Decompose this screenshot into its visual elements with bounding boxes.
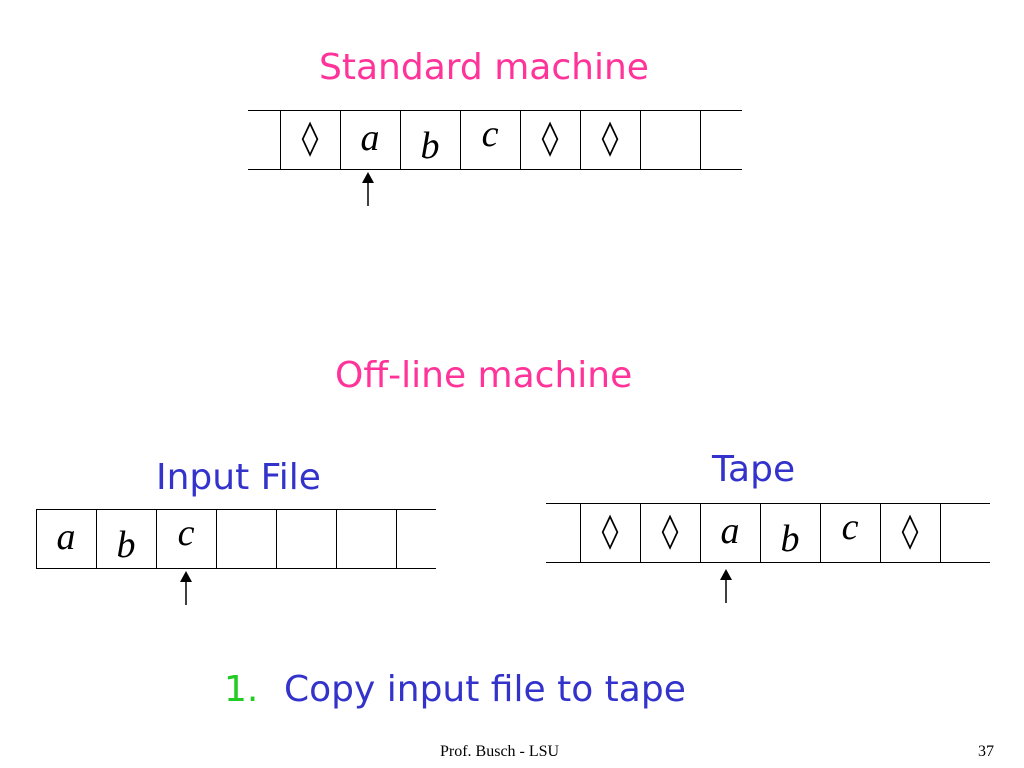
footer-author: Prof. Busch - LSU	[440, 743, 560, 760]
cell-divider	[460, 110, 461, 170]
tape-cell: ◊	[640, 503, 700, 563]
cell-divider	[640, 110, 641, 170]
blank-symbol: ◊	[661, 511, 679, 551]
cell-divider	[156, 509, 157, 569]
tape-cell: a	[340, 110, 400, 170]
cell-divider	[640, 503, 641, 563]
cell-divider	[520, 110, 521, 170]
symbol-a: a	[360, 117, 380, 159]
tape-head-arrow-icon	[720, 569, 732, 603]
cell-divider	[340, 110, 341, 170]
tape-cell: a	[700, 503, 760, 563]
input-cell: c	[156, 509, 216, 569]
cell-divider	[940, 503, 941, 563]
cell-divider	[216, 509, 217, 569]
tape-top-edge	[248, 110, 742, 111]
input-cell: a	[36, 509, 96, 569]
tape-top-edge	[546, 503, 990, 504]
symbol-c: c	[481, 113, 499, 155]
cell-divider	[580, 503, 581, 563]
blank-symbol: ◊	[601, 511, 619, 551]
symbol-b: b	[780, 518, 800, 560]
offline-machine-title: Off-line machine	[335, 355, 633, 396]
tape-cell	[940, 503, 1000, 563]
standard-tape: ◊ a b c ◊ ◊	[248, 110, 742, 170]
tape-cell: ◊	[280, 110, 340, 170]
cell-divider	[820, 503, 821, 563]
tape-cell: ◊	[580, 110, 640, 170]
cell-divider	[760, 503, 761, 563]
step-text: Copy input file to tape	[284, 669, 686, 710]
tape-cell: ◊	[880, 503, 940, 563]
cell-divider	[36, 509, 37, 569]
cell-divider	[400, 110, 401, 170]
tape-cell: ◊	[580, 503, 640, 563]
tape-bottom-edge	[36, 568, 436, 569]
cell-divider	[336, 509, 337, 569]
cell-divider	[96, 509, 97, 569]
cell-divider	[580, 110, 581, 170]
input-file-tape: a b c	[36, 509, 436, 569]
tape-top-edge	[36, 509, 436, 510]
head-arrow-icon	[362, 172, 374, 206]
tape-bottom-edge	[248, 169, 742, 170]
cell-divider	[276, 509, 277, 569]
standard-machine-title: Standard machine	[319, 47, 649, 88]
step-number: 1.	[224, 669, 259, 710]
page-number: 37	[978, 743, 994, 760]
cell-divider	[700, 503, 701, 563]
input-cell	[396, 509, 456, 569]
blank-symbol: ◊	[541, 118, 559, 158]
cell-divider	[880, 503, 881, 563]
symbol-b: b	[116, 524, 136, 566]
tape-cell: b	[400, 110, 460, 170]
cell-divider	[396, 509, 397, 569]
symbol-c: c	[177, 512, 195, 554]
tape-bottom-edge	[546, 562, 990, 563]
blank-symbol: ◊	[901, 511, 919, 551]
symbol-c: c	[841, 506, 859, 548]
input-cell	[336, 509, 396, 569]
tape-cell: b	[760, 503, 820, 563]
input-cell: b	[96, 509, 156, 569]
tape-cell	[640, 110, 700, 170]
symbol-b: b	[420, 125, 440, 167]
blank-symbol: ◊	[601, 118, 619, 158]
work-tape: ◊ ◊ a b c ◊	[546, 503, 990, 563]
tape-cell: ◊	[520, 110, 580, 170]
tape-cell: c	[820, 503, 880, 563]
cell-divider	[700, 110, 701, 170]
symbol-a: a	[720, 510, 740, 552]
symbol-a: a	[56, 516, 76, 558]
blank-symbol: ◊	[301, 118, 319, 158]
input-file-label: Input File	[156, 457, 321, 498]
input-cell	[216, 509, 276, 569]
input-cell	[276, 509, 336, 569]
tape-cell: c	[460, 110, 520, 170]
tape-label: Tape	[712, 449, 796, 490]
input-head-arrow-icon	[180, 571, 192, 605]
cell-divider	[280, 110, 281, 170]
